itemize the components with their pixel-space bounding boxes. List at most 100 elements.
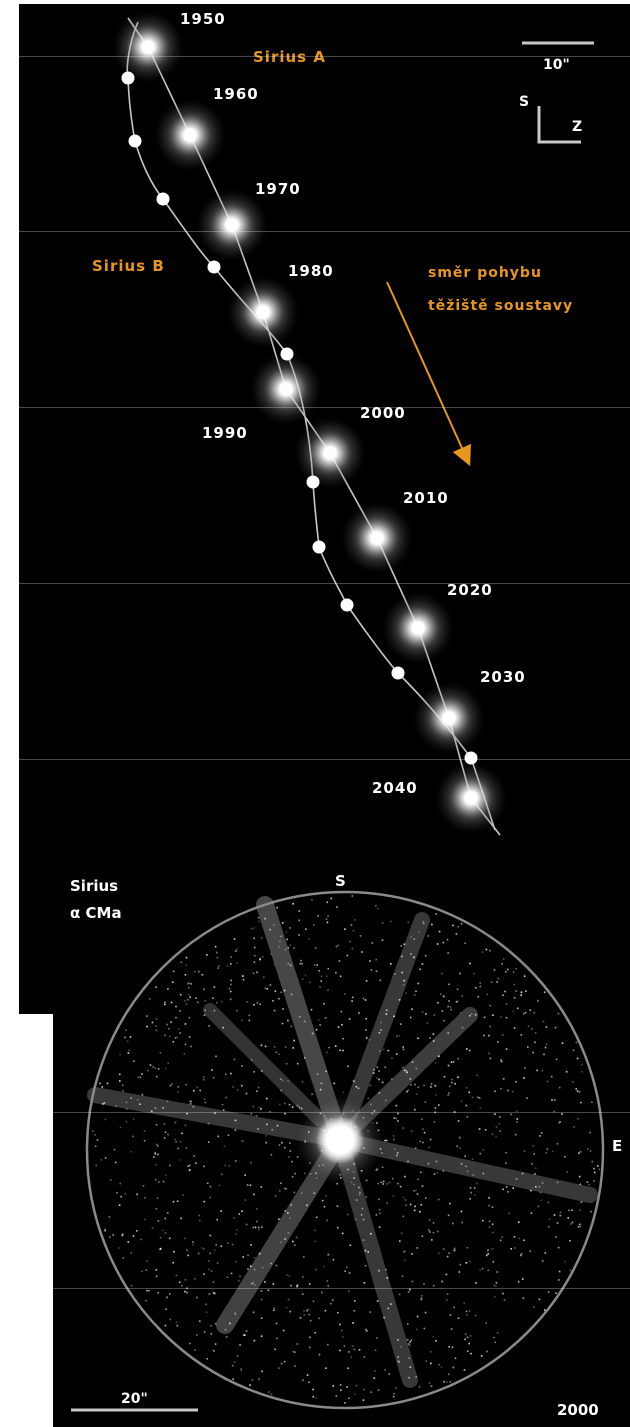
speckle xyxy=(447,1064,450,1067)
speckle xyxy=(269,1111,271,1113)
speckle xyxy=(179,1159,182,1161)
speckle xyxy=(146,1260,148,1262)
speckle xyxy=(390,963,392,965)
speckle xyxy=(100,1159,103,1161)
speckle xyxy=(504,990,506,993)
speckle xyxy=(344,1402,346,1404)
speckle xyxy=(95,1164,97,1167)
speckle xyxy=(374,1370,376,1372)
speckle xyxy=(578,1175,581,1178)
speckle xyxy=(505,1151,507,1154)
speckle xyxy=(500,1060,503,1063)
speckle xyxy=(235,1260,237,1263)
speckle xyxy=(453,1249,455,1252)
speckle xyxy=(288,1156,290,1158)
speckle xyxy=(420,1297,423,1299)
speckle xyxy=(401,971,403,974)
speckle xyxy=(469,1014,471,1017)
speckle xyxy=(518,1221,520,1223)
speckle xyxy=(116,1192,118,1194)
panel-strip xyxy=(19,936,53,1014)
sirius-b-dot-2010 xyxy=(312,540,326,554)
speckle xyxy=(196,1296,198,1299)
speckle xyxy=(205,1303,207,1306)
speckle xyxy=(498,1123,501,1125)
speckle xyxy=(241,1140,244,1142)
speckle xyxy=(177,1028,180,1030)
speckle xyxy=(382,1180,385,1183)
speckle xyxy=(281,1079,284,1082)
speckle xyxy=(300,1192,303,1194)
speckle xyxy=(499,1116,501,1118)
scan-line xyxy=(0,583,630,584)
speckle xyxy=(349,940,351,943)
speckle xyxy=(554,1026,557,1029)
speckle xyxy=(441,1010,444,1012)
speckle xyxy=(122,1233,124,1235)
speckle xyxy=(320,980,322,982)
speckle xyxy=(130,1252,133,1254)
speckle xyxy=(553,1214,556,1216)
sirius-b-dot-1990 xyxy=(280,347,294,361)
speckle xyxy=(264,987,267,990)
speckle xyxy=(392,1195,394,1198)
speckle xyxy=(169,1318,171,1321)
speckle xyxy=(432,1335,435,1338)
speckle xyxy=(351,947,354,950)
speckle xyxy=(469,962,471,965)
speckle xyxy=(113,1148,116,1151)
speckle xyxy=(378,1198,380,1201)
speckle xyxy=(597,1165,599,1167)
speckle xyxy=(340,1329,343,1332)
speckle xyxy=(346,1213,349,1216)
speckle xyxy=(166,1212,169,1214)
speckle xyxy=(295,1236,298,1239)
speckle xyxy=(327,1285,329,1287)
speckle xyxy=(161,1229,164,1232)
speckle xyxy=(253,1268,256,1271)
speckle xyxy=(556,1222,559,1224)
speckle xyxy=(245,1223,248,1226)
sirius-a-glow-2010 xyxy=(339,500,415,576)
speckle xyxy=(234,1129,237,1131)
speckle xyxy=(578,1091,581,1093)
speckle xyxy=(500,1059,502,1061)
speckle xyxy=(416,1193,419,1195)
speckle xyxy=(212,1076,215,1079)
speckle xyxy=(346,954,349,957)
speckle xyxy=(479,1107,482,1109)
speckle xyxy=(324,1017,327,1019)
speckle xyxy=(366,1330,368,1332)
speckle xyxy=(232,1086,234,1088)
speckle xyxy=(431,1239,433,1241)
speckle xyxy=(513,997,516,999)
speckle xyxy=(247,1254,249,1257)
speckle xyxy=(425,1013,427,1015)
speckle xyxy=(185,964,187,966)
speckle xyxy=(485,948,488,951)
speckle xyxy=(222,1026,224,1029)
speckle xyxy=(258,920,260,923)
speckle xyxy=(551,1099,553,1101)
speckle xyxy=(404,1199,407,1201)
speckle xyxy=(155,1208,158,1210)
speckle xyxy=(169,1035,171,1038)
speckle xyxy=(518,1237,521,1240)
speckle xyxy=(436,943,439,945)
speckle xyxy=(174,1138,176,1141)
speckle xyxy=(184,1279,187,1281)
speckle xyxy=(157,1068,160,1070)
speckle xyxy=(199,1089,201,1092)
speckle xyxy=(459,1012,462,1014)
speckle xyxy=(355,1199,358,1201)
speckle xyxy=(242,1334,245,1336)
speckle xyxy=(520,1254,522,1257)
speckle xyxy=(466,1336,469,1339)
speckle xyxy=(151,1021,154,1024)
speckle xyxy=(388,1181,391,1184)
speckle xyxy=(266,1123,268,1126)
field-circle xyxy=(85,890,605,1410)
speckle xyxy=(154,1107,157,1109)
speckle xyxy=(348,1397,350,1400)
speckle xyxy=(380,1029,382,1031)
